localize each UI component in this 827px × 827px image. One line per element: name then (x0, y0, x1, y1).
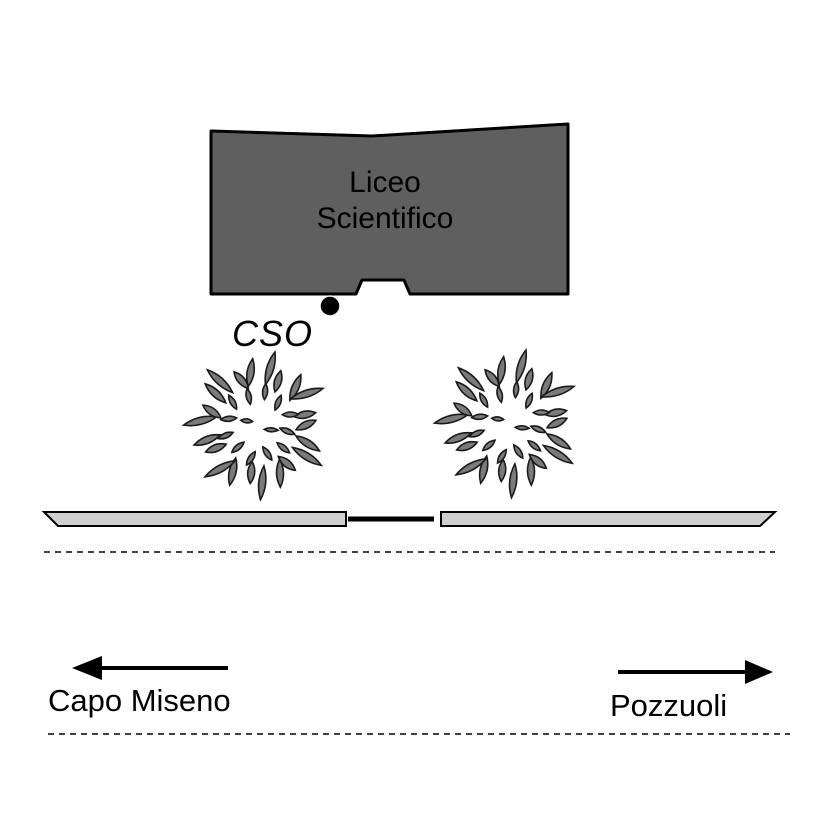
sidewalk-right-segment (440, 511, 778, 527)
arrow-left-icon (72, 656, 228, 680)
tree-leaf-icon (496, 385, 504, 404)
tree-leaf-icon (201, 404, 223, 419)
tree-leaf-icon (540, 370, 553, 401)
tree-leaf-icon (513, 425, 531, 431)
tree-leaf-icon (528, 453, 548, 470)
tree-leaf-icon (524, 367, 534, 392)
tree-leaf-icon (478, 454, 489, 486)
tree-leaf-icon (294, 419, 318, 431)
tree-leaf-icon (496, 354, 507, 387)
tree-leaf-icon (274, 393, 283, 412)
tree-leaf-icon (261, 445, 273, 462)
direction-right-label: Pozzuoli (610, 688, 728, 723)
building-label-line2: Scientifico (316, 202, 454, 235)
tree-leaf-icon (216, 431, 235, 440)
tree-leaf-icon (245, 356, 256, 389)
tree-leaf-icon (467, 429, 486, 438)
tree-leaf-icon (289, 372, 302, 403)
tree-leaf-icon (239, 418, 255, 424)
tree-leaf-icon (203, 382, 228, 405)
tree-leaf-icon (490, 416, 506, 422)
sidewalk-left-segment (41, 511, 347, 527)
tree-leaf-icon (219, 415, 239, 423)
tree-leaf-icon (456, 366, 486, 393)
building-liceo-scientifico (209, 122, 570, 296)
tree-leaf-icon (278, 427, 297, 436)
tree-leaf-icon (227, 456, 238, 488)
arrow-right-icon (618, 660, 773, 684)
tree-leaf-icon (192, 433, 222, 446)
tree-leaf-icon (294, 434, 322, 452)
tree-leaf-icon (205, 368, 235, 395)
tree-leaf-icon (470, 413, 490, 421)
tree-leaf-icon (262, 427, 280, 433)
tree-left (181, 349, 325, 502)
tree-leaf-icon (525, 391, 534, 410)
tree-leaf-icon (479, 391, 489, 409)
tree-leaf-icon (529, 425, 548, 434)
tree-leaf-icon (545, 432, 573, 450)
tree-leaf-icon (275, 441, 291, 454)
tree-leaf-icon (512, 380, 520, 400)
tree-leaf-icon (288, 387, 325, 400)
tree-leaf-icon (443, 431, 473, 444)
tree-leaf-icon (481, 439, 497, 452)
tree-leaf-icon (273, 369, 283, 394)
tree-leaf-icon (277, 455, 297, 472)
tree-leaf-icon (508, 461, 518, 500)
tree-right (432, 347, 576, 500)
tree-leaf-icon (545, 417, 569, 429)
tree-leaf-icon (230, 441, 246, 454)
tree-leaf-icon (203, 459, 237, 478)
tree-leaf-icon (526, 455, 536, 487)
tree-leaf-icon (280, 411, 300, 418)
tree-leaf-icon (452, 402, 474, 417)
tree-leaf-icon (496, 448, 508, 465)
tree-leaf-icon (245, 450, 257, 467)
tree-leaf-icon (275, 457, 285, 489)
cso-station-marker (319, 295, 341, 317)
tree-leaf-icon (245, 387, 253, 406)
tree-leaf-icon (531, 409, 551, 416)
building-label: Liceo Scientifico (300, 165, 470, 237)
tree-leaf-icon (261, 382, 269, 402)
tree-leaf-icon (539, 385, 576, 398)
tree-leaf-icon (290, 446, 324, 467)
tree-leaf-icon (204, 442, 228, 454)
tree-leaf-icon (484, 368, 501, 388)
tree-leaf-icon (512, 443, 524, 460)
cso-station-label: CSO (232, 313, 314, 354)
direction-left-label: Capo Miseno (48, 683, 231, 718)
tree-leaf-icon (455, 440, 479, 452)
tree-leaf-icon (526, 439, 542, 452)
tree-leaf-icon (257, 463, 267, 502)
building-label-line1: Liceo (349, 166, 421, 199)
tree-leaf-icon (228, 393, 238, 411)
tree-leaf-icon (541, 444, 575, 465)
tree-leaf-icon (233, 370, 250, 390)
tree-leaf-icon (454, 380, 479, 403)
tree-leaf-icon (454, 457, 488, 476)
